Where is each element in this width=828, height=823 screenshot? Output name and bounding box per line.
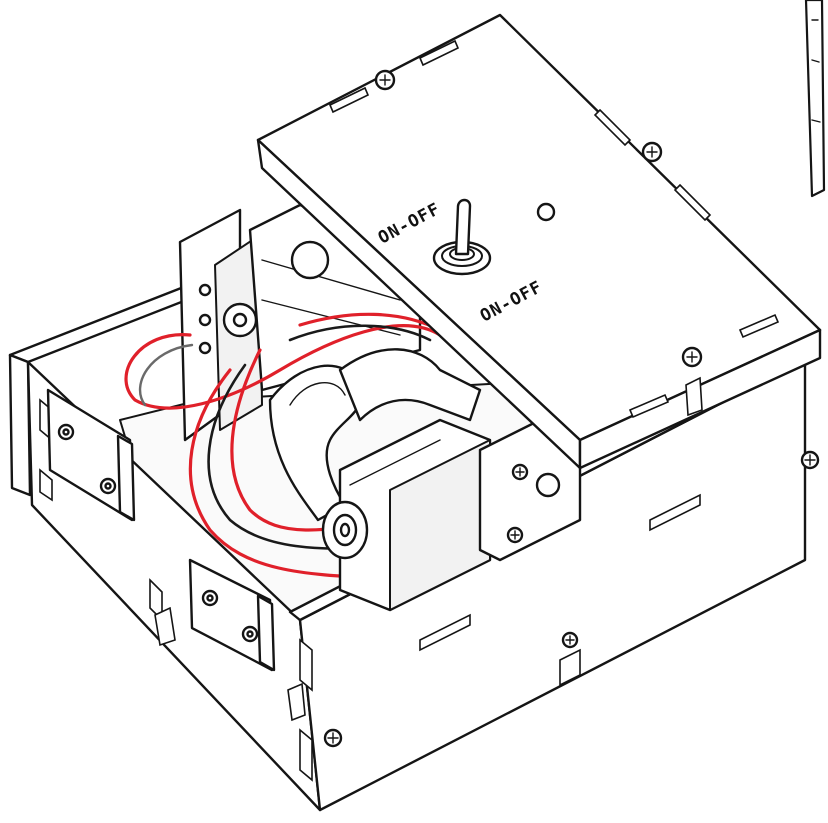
toggle-switch-icon [432,198,492,276]
phillips-screw-icon [511,463,529,481]
hinge-right-icon [188,558,276,672]
latch [154,606,306,722]
servo-motor [321,418,492,612]
lid-screws [374,69,703,417]
finger-joints-right [419,493,701,687]
hinge-left-icon [46,388,136,522]
top-lid: ON-OFF ON-OFF [256,13,822,470]
motor-mount-plate [178,208,263,442]
servo-arm [268,348,482,522]
led-indicator-icon [536,202,556,222]
side-panel-fragment [804,0,826,198]
switch-bracket [478,408,582,562]
lid-finger-joints [328,39,780,419]
phillips-screw-icon [506,526,524,544]
